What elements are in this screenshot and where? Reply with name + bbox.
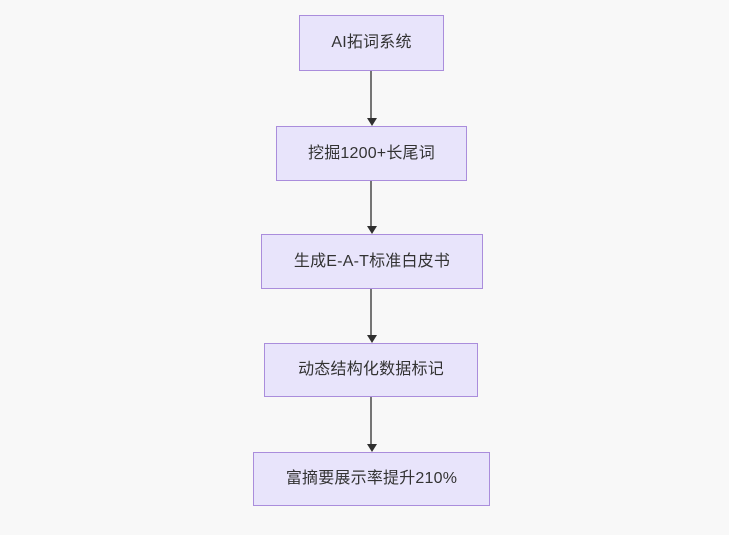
flow-node-label: 生成E-A-T标准白皮书 (293, 252, 451, 270)
flow-node-label: AI拓词系统 (331, 34, 412, 52)
flow-node-generate-eat-whitepaper[interactable]: 生成E-A-T标准白皮书 (261, 234, 483, 289)
arrow-down-icon (366, 335, 377, 343)
flow-node-dynamic-structured-data[interactable]: 动态结构化数据标记 (264, 343, 478, 397)
flow-node-mine-longtail-keywords[interactable]: 挖掘1200+长尾词 (276, 126, 467, 181)
arrow-down-icon (366, 444, 377, 452)
flow-node-rich-snippet-uplift[interactable]: 富摘要展示率提升210% (253, 452, 490, 506)
flow-node-label: 挖掘1200+长尾词 (308, 144, 435, 162)
arrow-down-icon (366, 118, 377, 126)
edge-line (370, 181, 372, 226)
flow-node-ai-keyword-system[interactable]: AI拓词系统 (299, 15, 444, 71)
edge-line (370, 397, 372, 444)
arrow-down-icon (366, 226, 377, 234)
flow-node-label: 动态结构化数据标记 (298, 361, 444, 379)
flow-node-label: 富摘要展示率提升210% (285, 470, 458, 488)
edge-line (370, 71, 372, 118)
edge-line (370, 289, 372, 335)
